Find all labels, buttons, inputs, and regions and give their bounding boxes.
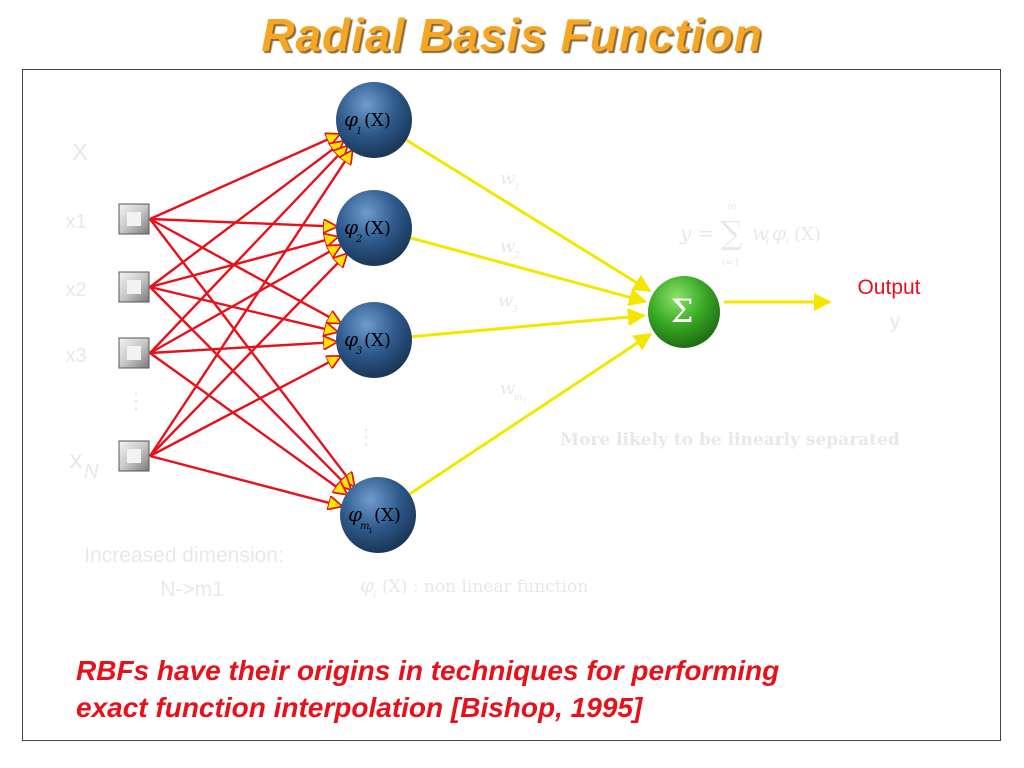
separation-note: More likely to be linearly separated xyxy=(560,430,900,450)
svg-text:∑: ∑ xyxy=(720,214,743,252)
svg-text:φ: φ xyxy=(772,221,786,245)
hidden-node-sub-3: 3 xyxy=(356,346,362,357)
edge-input-1-hidden-3 xyxy=(149,217,340,323)
edge-input-3-hidden-3 xyxy=(149,342,336,355)
output-label: Output xyxy=(857,276,920,299)
input-label-3: x3 xyxy=(65,345,86,367)
hidden-node-arg-1: (X) xyxy=(364,110,391,131)
edge-input-4-hidden-1 xyxy=(148,151,352,457)
hidden-ellipsis: ⋮ xyxy=(355,424,377,449)
svg-text:φ: φ xyxy=(360,573,374,597)
hidden-node-3: φ3(X) xyxy=(336,302,412,378)
hidden-node-4: φm1(X) xyxy=(340,477,416,553)
page-title: Radial Basis Function xyxy=(261,9,763,61)
svg-text:i=1: i=1 xyxy=(722,258,740,269)
hidden-node-arg-2: (X) xyxy=(364,218,391,239)
edge-input-2-hidden-2 xyxy=(149,237,337,289)
input-node-inner-2 xyxy=(127,280,141,294)
output-formula: y = ∑ m i=1 w i φ i (X) xyxy=(679,202,821,269)
sum-icon: Σ xyxy=(671,292,694,330)
hidden-node-subsub-4: 1 xyxy=(368,527,372,535)
hidden-to-output-edges xyxy=(405,138,653,496)
input-ellipsis: ⋮ xyxy=(125,388,147,413)
svg-text:m: m xyxy=(727,202,736,213)
input-vector-label: X xyxy=(72,139,88,166)
hidden-node-phi-1: φ xyxy=(344,107,358,131)
edge-input-3-hidden-2 xyxy=(149,246,340,355)
hidden-node-arg-3: (X) xyxy=(364,330,391,351)
nonlinear-note: φ i (X) : non linear function xyxy=(360,573,588,601)
edge-input-1-hidden-1 xyxy=(149,134,339,221)
edge-hidden-1-output xyxy=(405,138,652,293)
hidden-node-phi-4: φ xyxy=(348,502,362,526)
caption-line-2: exact function interpolation [Bishop, 19… xyxy=(76,692,643,723)
edge-hidden-3-output xyxy=(411,308,646,339)
edge-input-4-hidden-2 xyxy=(149,254,346,457)
diagram-frame xyxy=(22,69,1001,741)
svg-text:i: i xyxy=(373,590,376,601)
svg-text:y =: y = xyxy=(679,221,714,245)
hidden-nodes: φ1(X)φ2(X)φ3(X)φm1(X) xyxy=(336,82,416,553)
edge-input-4-hidden-4 xyxy=(149,454,341,506)
edge-input-2-hidden-1 xyxy=(149,142,343,288)
input-node-inner-4 xyxy=(127,449,141,463)
hidden-node-arg-4: (X) xyxy=(374,505,401,526)
svg-text:w: w xyxy=(752,221,769,245)
caption: RBFs have their origins in techniques fo… xyxy=(76,652,976,726)
input-label-2: x2 xyxy=(65,279,86,301)
svg-text:i: i xyxy=(786,236,789,247)
dimension-note-line2: N->m1 xyxy=(160,578,224,601)
input-node-inner-1 xyxy=(127,212,141,226)
hidden-node-sub-1: 1 xyxy=(356,126,362,137)
hidden-node-2: φ2(X) xyxy=(336,190,412,266)
edge-input-2-hidden-4 xyxy=(149,286,350,489)
hidden-node-1: φ1(X) xyxy=(336,82,412,158)
hidden-node-phi-2: φ xyxy=(344,215,358,239)
svg-text:i: i xyxy=(766,236,769,247)
svg-text:(X): (X) xyxy=(794,224,821,245)
input-nodes xyxy=(118,203,150,472)
output-sum-node: Σ xyxy=(648,276,720,348)
edge-input-1-hidden-2 xyxy=(149,217,336,227)
weight-label-4: w xyxy=(500,378,516,399)
weight-sub-3: 3 xyxy=(512,305,518,315)
weight-sub-4: m xyxy=(514,393,523,403)
weight-label-1: w xyxy=(500,168,516,189)
input-to-hidden-edges xyxy=(148,134,354,506)
weight-sub-2: 2 xyxy=(513,251,520,261)
edge-input-4-hidden-3 xyxy=(149,357,340,458)
input-label-1: x1 xyxy=(65,211,86,233)
hidden-node-sub-4: m xyxy=(360,521,369,532)
dimension-note-line1: Increased dimension: xyxy=(84,544,284,567)
weight-subsub-4: 1 xyxy=(523,398,527,405)
svg-text:(X) : non linear function: (X) : non linear function xyxy=(382,577,588,597)
input-label-sub-4: N xyxy=(84,461,99,483)
edge-input-3-hidden-4 xyxy=(149,352,346,494)
edge-input-3-hidden-1 xyxy=(149,146,347,354)
weight-label-2: w xyxy=(500,236,516,257)
hidden-node-sub-2: 2 xyxy=(355,234,362,245)
edge-input-2-hidden-3 xyxy=(149,285,337,332)
edge-hidden-2-output xyxy=(410,236,648,306)
input-label-4: x xyxy=(70,444,83,474)
weight-label-3: w xyxy=(498,290,514,311)
weight-sub-1: 1 xyxy=(514,183,520,193)
input-node-inner-3 xyxy=(127,346,141,360)
output-variable: y xyxy=(890,310,901,333)
caption-line-1: RBFs have their origins in techniques fo… xyxy=(76,655,780,686)
edge-hidden-4-output xyxy=(408,332,653,496)
hidden-node-phi-3: φ xyxy=(344,327,358,351)
